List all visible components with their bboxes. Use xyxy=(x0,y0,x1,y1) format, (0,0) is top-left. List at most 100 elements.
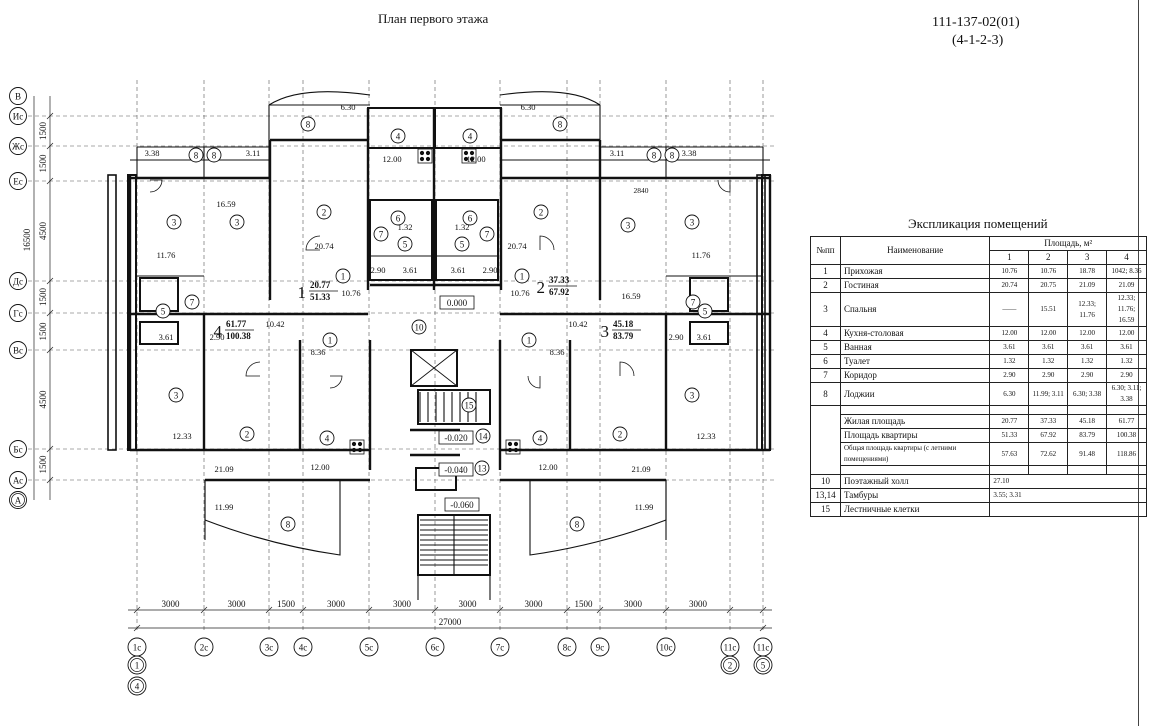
area-value: 12.33; 11.76; 16.59 xyxy=(1106,292,1147,327)
dim-value: 1500 xyxy=(38,122,48,141)
dim-tick xyxy=(299,606,307,614)
room-number-marker xyxy=(475,428,491,444)
room-number: 4 xyxy=(810,326,841,341)
room-area-label: 12.33 xyxy=(172,431,191,441)
row-axis-label: Дс xyxy=(13,277,23,287)
stove-burner xyxy=(357,447,363,453)
stove-burner xyxy=(507,447,513,453)
room-number-label: 8 xyxy=(558,120,563,130)
stove-icon xyxy=(461,148,477,164)
stove-icon xyxy=(349,439,365,455)
area-value: 21.09 xyxy=(1067,278,1108,293)
room-number-marker xyxy=(569,516,585,532)
loggia-arc xyxy=(204,480,341,556)
room-area-label: 21.09 xyxy=(214,464,233,474)
col-axis-label: 4с xyxy=(299,643,308,653)
dim-tick xyxy=(726,606,734,614)
room-area-label: 6.30 xyxy=(521,102,536,112)
plan-title: План первого этажа xyxy=(378,11,489,26)
wall-block xyxy=(415,467,457,491)
room-number-label: 1 xyxy=(520,272,525,282)
summary-value: 61.77 xyxy=(1106,414,1147,429)
room-number: 2 xyxy=(810,278,841,293)
area-value: —— xyxy=(989,292,1030,327)
area-value: 6.30; 3.11; 3.38 xyxy=(1106,382,1147,406)
room-number-label: 1 xyxy=(527,336,532,346)
row-axis-label: Вс xyxy=(13,346,23,356)
room-number: 7 xyxy=(810,368,841,383)
room-area-label: 16.59 xyxy=(621,291,640,301)
col-axis-label: 5 xyxy=(761,661,766,671)
area-value: 3.55; 3.31 xyxy=(989,488,1147,503)
apartment-living-area: 37.33 xyxy=(549,275,570,285)
dim-tick xyxy=(133,606,141,614)
col-header-name: Наименование xyxy=(839,236,991,265)
area-value: 12.00 xyxy=(1028,326,1069,341)
summary-value: 51.33 xyxy=(989,428,1030,443)
room-number-marker xyxy=(155,303,171,319)
summary-value: 57.63 xyxy=(989,442,1030,466)
summary-value: 118.86 xyxy=(1106,442,1147,466)
room-number-marker xyxy=(552,116,568,132)
loggia-arc xyxy=(268,91,371,106)
room-number-label: 3 xyxy=(626,221,631,231)
dim-value: 1500 xyxy=(38,455,48,474)
apartment-total-area: 51.33 xyxy=(310,292,331,302)
room-name: Кухня-столовая xyxy=(839,326,991,341)
stove-burner xyxy=(463,150,469,156)
room-number-marker xyxy=(239,426,255,442)
summary-value: 45.18 xyxy=(1067,414,1108,429)
room-area-label: 3.11 xyxy=(246,148,261,158)
stove-burner xyxy=(351,447,357,453)
room-area-label: 3.61 xyxy=(159,332,174,342)
level-mark-box xyxy=(444,497,480,512)
room-number-marker xyxy=(684,214,700,230)
room-number-label: 14 xyxy=(479,432,489,442)
room-number-label: 8 xyxy=(306,120,311,130)
room-number: 13,14 xyxy=(810,488,841,503)
row-axis-label: Ас xyxy=(13,476,23,486)
room-number-label: 4 xyxy=(396,132,401,142)
dim-tick xyxy=(365,606,373,614)
dim-value: 3000 xyxy=(393,599,412,609)
room-area-label: 3.38 xyxy=(682,148,697,158)
area-value: 2.90 xyxy=(1028,368,1069,383)
door-swing xyxy=(619,361,635,377)
room-area-label: 20.74 xyxy=(314,241,334,251)
room-number-label: 7 xyxy=(485,230,490,240)
apartment-number: 4 xyxy=(214,322,223,341)
area-value: 6.30 xyxy=(989,382,1030,406)
summary-blank xyxy=(810,414,841,429)
dim-tick xyxy=(431,606,439,614)
summary-value: 72.62 xyxy=(1028,442,1069,466)
room-area-label: 1.32 xyxy=(455,222,470,232)
summary-value: 100.38 xyxy=(1106,428,1147,443)
room-number: 5 xyxy=(810,340,841,355)
area-value: 1.32 xyxy=(1067,354,1108,369)
stove-burner xyxy=(469,150,475,156)
room-name: Гостиная xyxy=(839,278,991,293)
room-number-label: 4 xyxy=(325,434,330,444)
room-number: 15 xyxy=(810,502,841,517)
col-axis-label: 11с xyxy=(724,643,737,653)
room-number-label: 7 xyxy=(190,298,195,308)
dim-value: 4500 xyxy=(38,222,48,241)
door-swing xyxy=(527,375,541,389)
dim-tick xyxy=(662,606,670,614)
room-number-label: 3 xyxy=(690,218,695,228)
stove-burner xyxy=(425,150,431,156)
row-axis-marker xyxy=(9,440,27,458)
dimension-note: 2840 xyxy=(634,186,649,195)
area-value: 12.00 xyxy=(1106,326,1147,341)
room-area-label: 12.00 xyxy=(310,462,329,472)
col-header-area: Площадь, м² xyxy=(989,236,1147,251)
stove-burner xyxy=(513,447,519,453)
area-value: 3.61 xyxy=(1028,340,1069,355)
stove-burner xyxy=(419,156,425,162)
